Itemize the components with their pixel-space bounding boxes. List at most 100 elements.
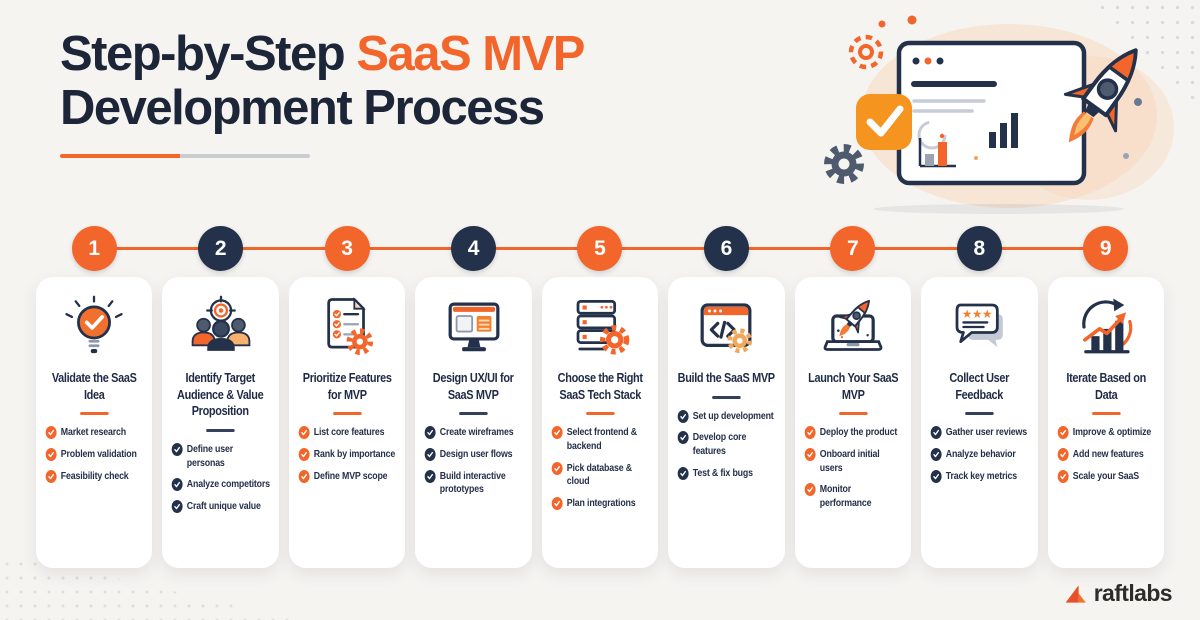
check-icon <box>930 469 942 483</box>
bullet-label: Plan integrations <box>566 496 636 509</box>
bullet-label: Market research <box>60 426 126 439</box>
check-icon <box>930 426 942 440</box>
step-title: Prioritize Features for MVP <box>302 370 392 402</box>
step-column-1: 1 Validate the SaaS Idea <box>36 226 153 568</box>
growth-chart-icon <box>1056 287 1156 367</box>
brand-name: raftlabs <box>1093 580 1173 606</box>
bullet-label: Track key metrics <box>945 469 1018 482</box>
check-badge-icon <box>856 94 912 150</box>
check-icon <box>1057 469 1069 483</box>
step-badge-7: 7 <box>830 226 876 271</box>
check-icon <box>45 426 57 440</box>
step-badge-5: 5 <box>577 226 623 271</box>
step-badge-1: 1 <box>71 226 117 271</box>
bullet-label: Create wireframes <box>440 426 514 439</box>
check-icon <box>298 447 310 461</box>
step-badge-4: 4 <box>451 226 497 271</box>
step-card-7: Launch Your SaaS MVP Deploy the product … <box>794 277 912 568</box>
bullet-row: Test & fix bugs <box>677 466 777 481</box>
check-icon <box>424 469 436 483</box>
raftlabs-logo-icon <box>1065 584 1086 603</box>
step-title: Validate the SaaS Idea <box>51 370 137 402</box>
step-column-4: 4 Design UX/UI for SaaS MVP <box>415 226 532 568</box>
bullet-row: Deploy the product <box>804 426 903 440</box>
check-icon <box>551 461 563 475</box>
bullet-row: Define MVP scope <box>298 469 398 484</box>
svg-text:★: ★ <box>962 307 973 321</box>
bullet-label: Onboard initial users <box>819 447 880 474</box>
bullet-row: Build interactive prototypes <box>424 469 524 497</box>
check-icon <box>424 447 436 461</box>
title-line2: Development Process <box>60 80 545 135</box>
bullet-label: Improve & optimize <box>1072 426 1151 439</box>
bullet-row: Monitor performance <box>804 483 903 510</box>
lightbulb-check-icon <box>44 287 144 367</box>
monitor-wireframe-icon <box>423 287 523 367</box>
bullet-row: Analyze behavior <box>930 447 1030 462</box>
hero-illustration <box>804 8 1184 221</box>
bullet-row: Pick database & cloud <box>551 461 650 489</box>
step-divider <box>206 428 235 432</box>
step-title: Collect User Feedback <box>949 370 1010 402</box>
step-card-2: Identify Target Audience & Value Proposi… <box>162 277 279 568</box>
check-icon <box>298 426 310 440</box>
step-card-5: Choose the Right SaaS Tech Stack Select … <box>541 277 659 568</box>
step-divider <box>332 412 362 416</box>
bullet-row: Scale your SaaS <box>1057 469 1156 484</box>
check-icon <box>172 442 184 456</box>
check-icon <box>804 426 816 440</box>
step-column-3: 3 <box>288 226 406 568</box>
bullet-row: Select frontend & backend <box>551 426 650 453</box>
bullet-row: Develop core features <box>677 431 777 458</box>
bullet-row: Set up development <box>677 409 777 424</box>
step-card-9: Iterate Based on Data Improve & optimize… <box>1047 277 1164 568</box>
gear-solid-icon <box>824 144 864 184</box>
step-divider <box>1091 412 1120 416</box>
bullet-label: Build interactive prototypes <box>440 469 506 496</box>
bullet-row: Define user personas <box>172 442 271 470</box>
bullet-label: Analyze behavior <box>945 447 1016 460</box>
bullet-row: Onboard initial users <box>804 447 903 475</box>
bullet-label: Select frontend & backend <box>566 426 637 452</box>
bullet-row: Gather user reviews <box>930 426 1030 440</box>
step-title: Build the SaaS MVP <box>677 370 775 385</box>
bullet-label: Feasibility check <box>60 469 129 482</box>
target-audience-icon <box>170 287 270 367</box>
step-title: Choose the Right SaaS Tech Stack <box>557 370 643 402</box>
step-title: Design UX/UI for SaaS MVP <box>433 370 514 402</box>
bullet-row: Craft unique value <box>172 499 271 514</box>
rocket-icon <box>1063 48 1138 143</box>
bullet-label: Develop core features <box>692 431 747 457</box>
bullet-label: List core features <box>313 426 385 439</box>
check-icon <box>930 447 942 461</box>
footer-brand: raftlabs <box>1062 580 1173 607</box>
step-card-1: Validate the SaaS Idea Market research P… <box>36 277 153 568</box>
bullet-label: Rank by importance <box>313 447 395 460</box>
bullet-label: Define user personas <box>187 442 234 469</box>
bullet-row: Track key metrics <box>930 469 1030 484</box>
browser-window-icon <box>896 40 1087 186</box>
step-divider <box>712 395 741 399</box>
step-divider <box>79 412 109 416</box>
bullet-row: Add new features <box>1057 447 1156 462</box>
check-icon <box>1057 447 1069 461</box>
check-icon <box>298 469 310 483</box>
bullet-label: Analyze competitors <box>187 478 271 491</box>
step-column-5: 5 Choose the Right SaaS Tec <box>541 226 659 568</box>
bullet-row: List core features <box>298 426 398 440</box>
laptop-rocket-illustration <box>824 15 1174 214</box>
step-card-3: Prioritize Features for MVP List core fe… <box>288 277 406 568</box>
code-window-gear-icon <box>676 287 776 367</box>
server-gear-icon <box>550 287 650 367</box>
check-icon <box>172 478 184 492</box>
bullet-label: Gather user reviews <box>945 426 1028 439</box>
bullet-label: Deploy the product <box>819 426 897 439</box>
step-badge-2: 2 <box>198 226 244 271</box>
steps-timeline: 1 Validate the SaaS Idea <box>36 226 1164 568</box>
bullet-label: Monitor performance <box>819 483 872 509</box>
step-column-2: 2 Identify Tar <box>162 226 279 568</box>
title-part-accent: SaaS MVP <box>356 27 585 81</box>
laptop-rocket-icon <box>803 287 903 367</box>
bullet-label: Add new features <box>1072 447 1144 460</box>
step-title: Launch Your SaaS MVP <box>807 370 898 402</box>
